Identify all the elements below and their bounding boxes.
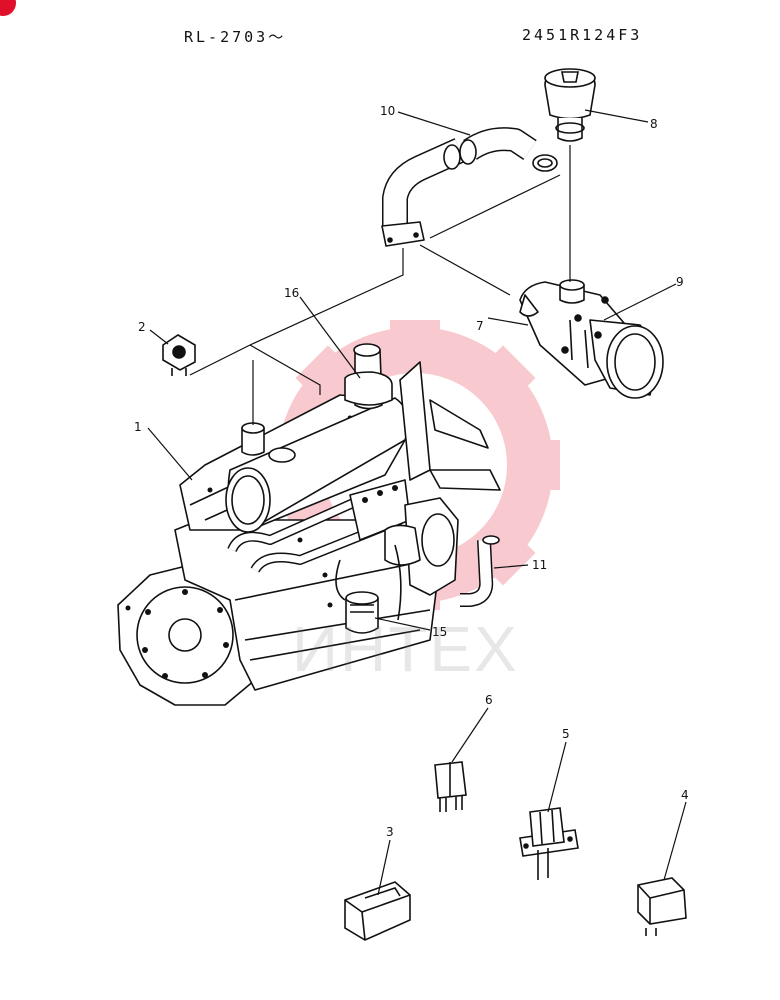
- precleaner-8: [544, 68, 596, 142]
- watermark-text: ИНТЕХ: [292, 613, 519, 685]
- regulator-3: [344, 881, 411, 941]
- callout-6: 6: [485, 693, 493, 707]
- callout-11: 11: [532, 558, 547, 572]
- relay-5: [519, 807, 579, 880]
- alignment-lines: [189, 145, 571, 425]
- callout-labels: 1 2 3 4 5 6 7 8 9 10 11 15 16: [134, 104, 689, 839]
- leader-lines: [147, 109, 687, 896]
- callout-4: 4: [681, 788, 689, 802]
- callout-9: 9: [676, 275, 684, 289]
- callout-2: 2: [138, 320, 146, 334]
- callout-1: 1: [134, 420, 142, 434]
- callout-3: 3: [386, 825, 394, 839]
- engine-assembly: [117, 343, 501, 706]
- callout-16: 16: [284, 286, 299, 300]
- air-cleaner-assembly: [519, 279, 664, 399]
- connector-6: [434, 761, 467, 812]
- callout-10: 10: [380, 104, 395, 118]
- hose-11: [460, 535, 500, 607]
- callout-5: 5: [562, 727, 570, 741]
- callout-8: 8: [650, 117, 658, 131]
- sensor-2: [162, 334, 196, 376]
- intake-hose-assembly: [381, 127, 558, 247]
- relay-4: [637, 877, 687, 936]
- callout-15: 15: [432, 625, 447, 639]
- part-number-label: 2451R124F3: [522, 26, 643, 44]
- callout-7: 7: [476, 319, 484, 333]
- model-range-label: RL-2703〜: [184, 28, 287, 46]
- corner-badge: [0, 0, 16, 16]
